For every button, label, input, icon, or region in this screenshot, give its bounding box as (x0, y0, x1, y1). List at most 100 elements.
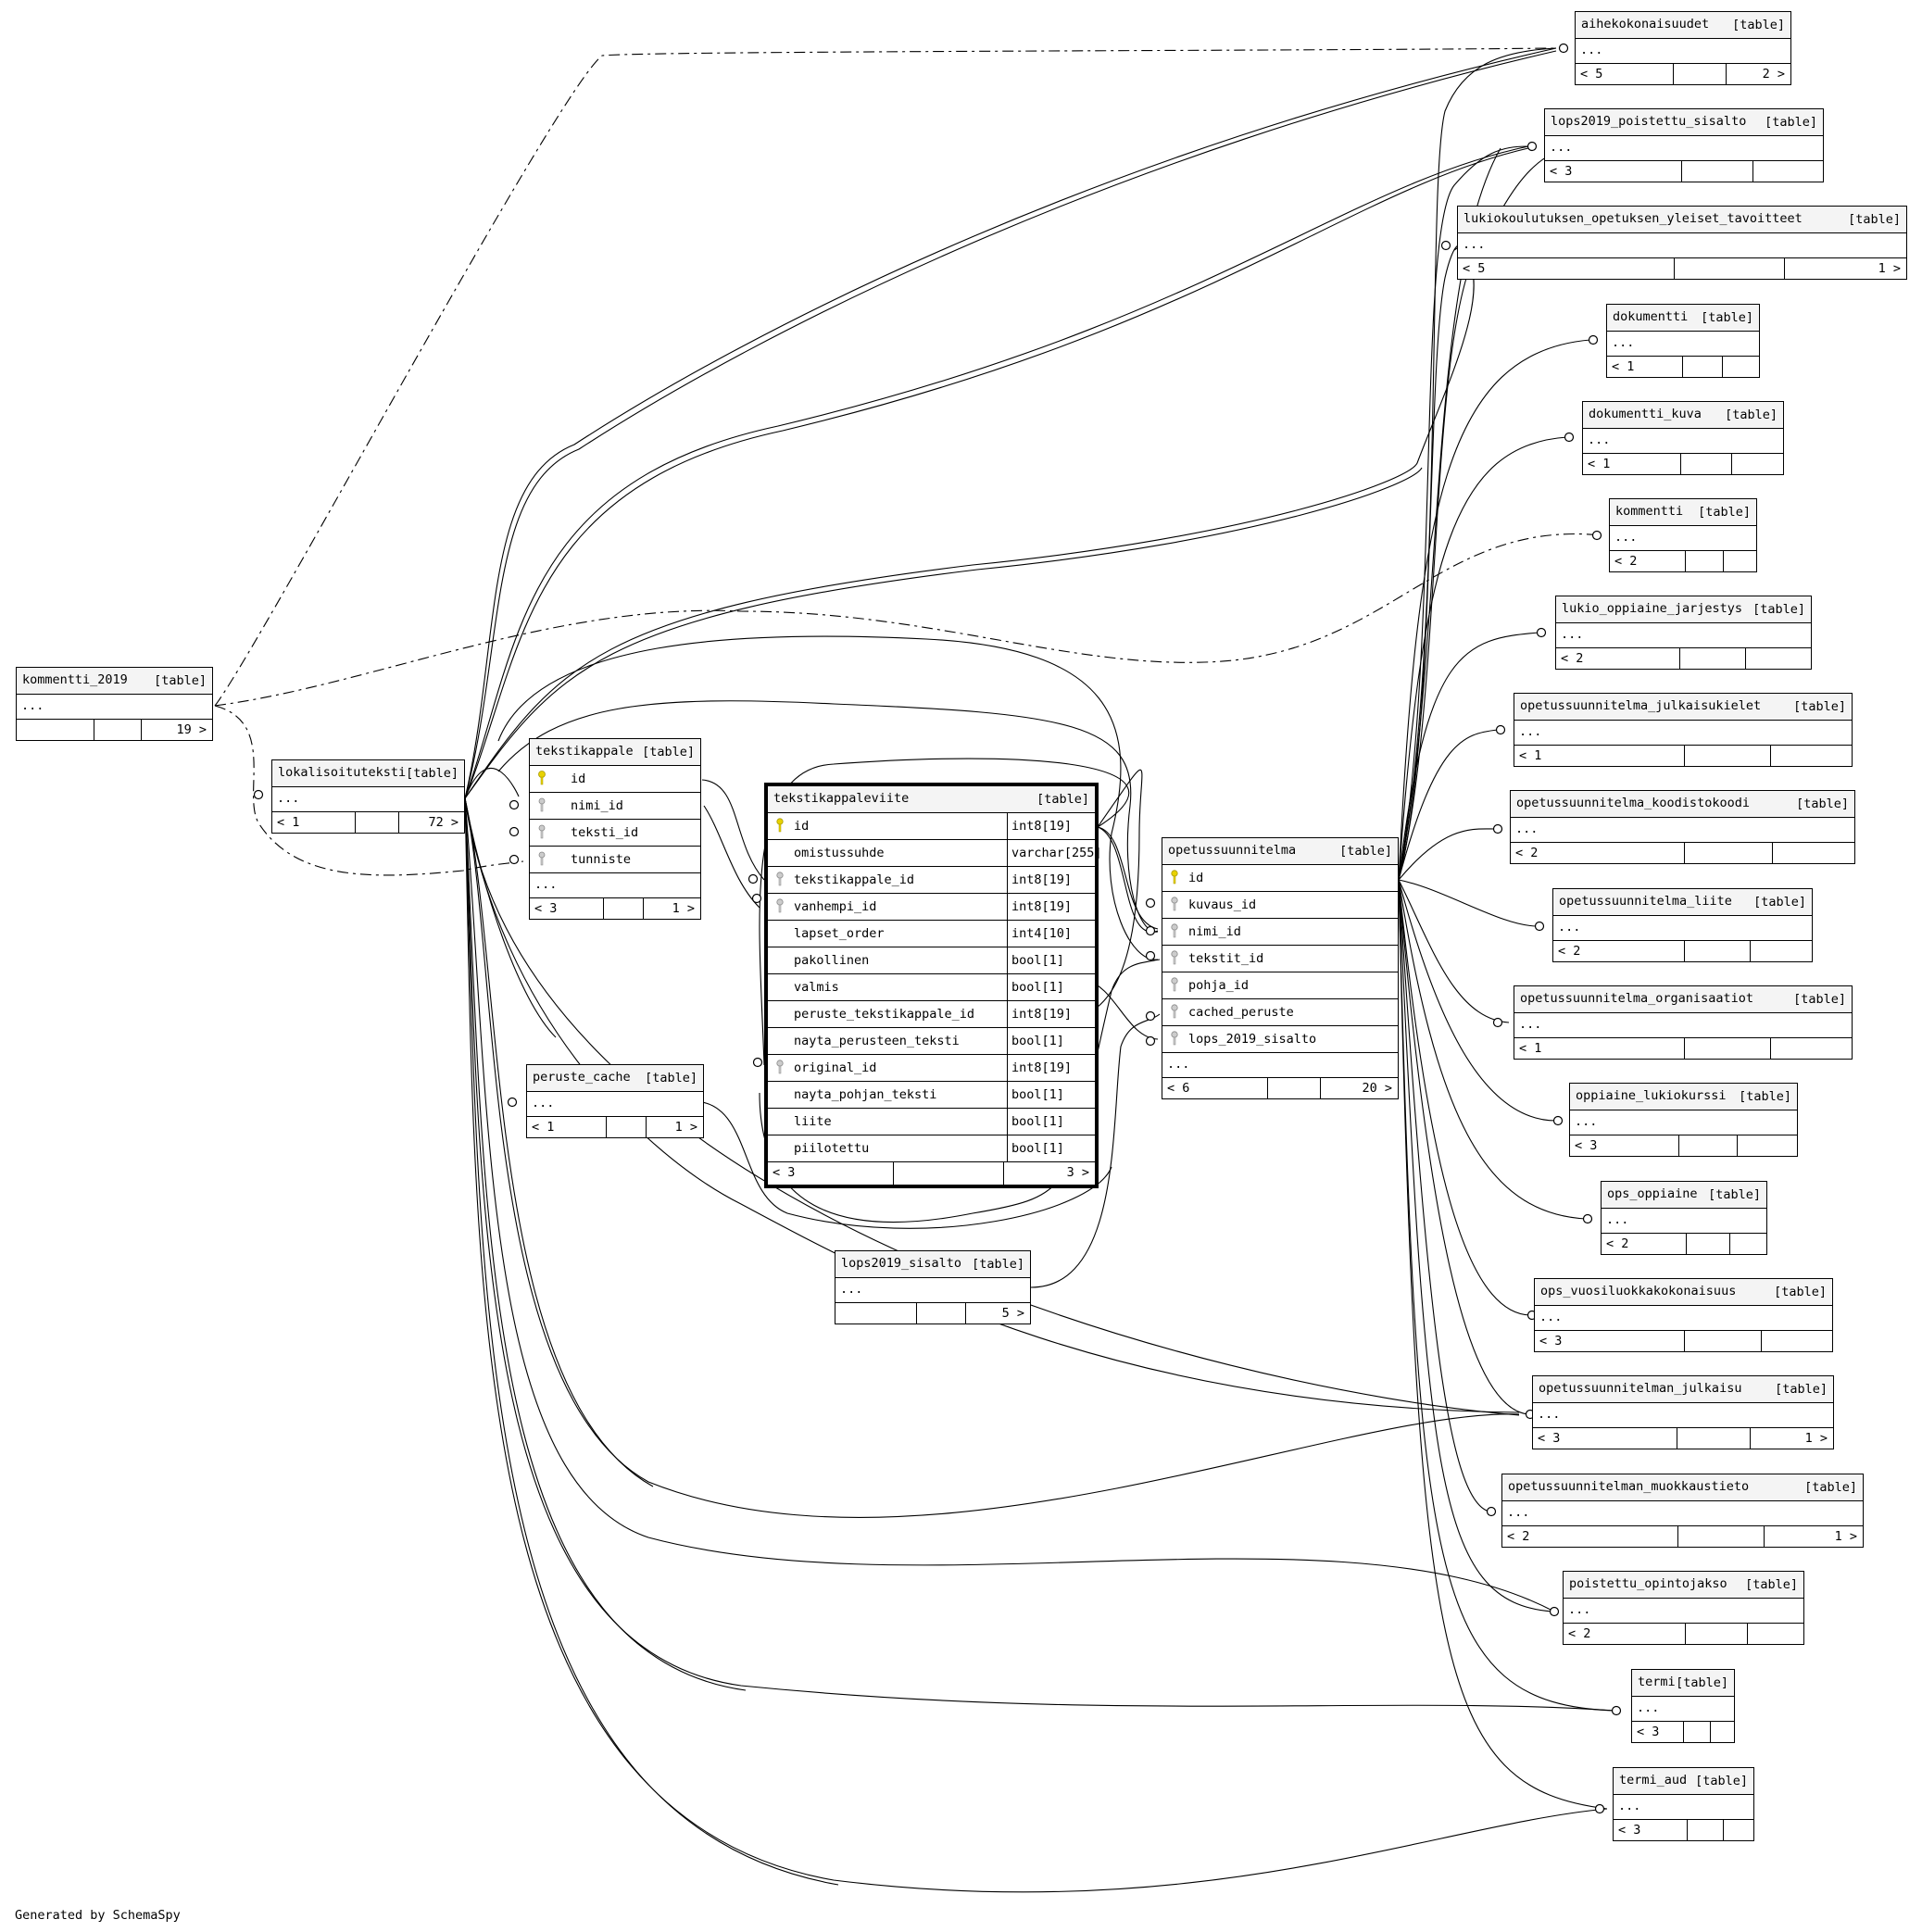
parents-count[interactable] (1723, 357, 1759, 377)
table-name[interactable]: kommentti_2019 (22, 672, 128, 687)
table-name[interactable]: lops2019_poistettu_sisalto (1551, 114, 1747, 129)
table-termi-aud[interactable]: termi_aud[table] ... < 3 (1613, 1767, 1754, 1841)
table-name[interactable]: ops_vuosiluokkakokonaisuus (1540, 1284, 1737, 1298)
children-count[interactable]: < 5 (1576, 64, 1674, 84)
table-dokumentti[interactable]: dokumentti[table] ... < 1 (1606, 304, 1760, 378)
table-name[interactable]: lops2019_sisalto (841, 1256, 962, 1271)
table-name[interactable]: termi_aud (1619, 1773, 1688, 1788)
column-row[interactable]: tekstit_id (1162, 946, 1398, 972)
parents-count[interactable] (1771, 1038, 1852, 1059)
table-opetussuunnitelma-julkaisukielet[interactable]: opetussuunnitelma_julkaisukielet[table] … (1514, 693, 1853, 767)
table-name[interactable]: termi (1638, 1675, 1676, 1689)
parents-count[interactable] (1732, 454, 1783, 474)
table-name[interactable]: dokumentti (1613, 309, 1689, 324)
children-count[interactable]: < 5 (1458, 258, 1675, 279)
column-row[interactable]: pohja_id (1162, 972, 1398, 999)
children-count[interactable]: < 2 (1556, 648, 1680, 669)
parents-count[interactable] (1751, 941, 1812, 961)
table-kommentti[interactable]: kommentti[table] ... < 2 (1609, 498, 1757, 572)
table-lops2019-poistettu-sisalto[interactable]: lops2019_poistettu_sisalto[table] ... < … (1544, 108, 1824, 182)
table-lukio-oppiaine-jarjestys[interactable]: lukio_oppiaine_jarjestys[table] ... < 2 (1555, 596, 1812, 670)
parents-count[interactable]: 20 > (1362, 1081, 1392, 1096)
table-opetussuunnitelman-julkaisu[interactable]: opetussuunnitelman_julkaisu[table] ... <… (1532, 1375, 1834, 1449)
children-count[interactable]: < 3 (1535, 1331, 1685, 1351)
table-name[interactable]: opetussuunnitelma (1168, 843, 1297, 858)
parents-count[interactable]: 5 > (1001, 1306, 1024, 1321)
parents-count[interactable] (1771, 746, 1852, 766)
column-row[interactable]: id (1162, 865, 1398, 892)
children-count[interactable]: < 3 (1533, 1428, 1677, 1449)
children-count[interactable]: < 2 (1610, 551, 1686, 571)
table-ops-oppiaine[interactable]: ops_oppiaine[table] ... < 2 (1601, 1181, 1767, 1255)
table-name[interactable]: dokumentti_kuva (1589, 407, 1702, 421)
column-row[interactable]: cached_peruste (1162, 999, 1398, 1026)
children-count[interactable]: < 3 (1614, 1820, 1688, 1840)
column-row[interactable]: tunniste (530, 847, 700, 873)
parents-count[interactable]: 1 > (1834, 1529, 1857, 1544)
table-opetussuunnitelma-liite[interactable]: opetussuunnitelma_liite[table] ... < 2 (1552, 888, 1813, 962)
table-name[interactable]: lokalisoituteksti (278, 765, 407, 780)
children-count[interactable]: < 1 (1607, 357, 1683, 377)
table-lukiokoulutuksen-opetuksen-yleiset-tavoitteet[interactable]: lukiokoulutuksen_opetuksen_yleiset_tavoi… (1457, 206, 1907, 280)
parents-count[interactable] (1711, 1722, 1734, 1742)
table-kommentti-2019[interactable]: kommentti_2019[table] ... 19 > (16, 667, 213, 741)
children-count[interactable] (17, 720, 94, 740)
children-count[interactable]: < 2 (1553, 941, 1685, 961)
table-name[interactable]: lukio_oppiaine_jarjestys (1562, 601, 1743, 616)
parents-count[interactable]: 1 > (674, 1120, 697, 1135)
table-name[interactable]: aihekokonaisuudet (1581, 17, 1710, 31)
children-count[interactable]: < 3 (1570, 1135, 1679, 1156)
children-count[interactable]: < 2 (1564, 1624, 1686, 1644)
table-name[interactable]: lukiokoulutuksen_opetuksen_yleiset_tavoi… (1463, 211, 1803, 226)
table-name[interactable]: poistettu_opintojakso (1569, 1576, 1727, 1591)
parents-count[interactable] (1762, 1331, 1832, 1351)
parents-count[interactable] (1773, 843, 1854, 863)
column-row[interactable]: id (530, 766, 700, 793)
table-name[interactable]: tekstikappale (535, 744, 634, 759)
children-count[interactable]: < 3 (1545, 161, 1682, 182)
column-row[interactable]: lops_2019_sisalto (1162, 1026, 1398, 1053)
table-name[interactable]: opetussuunnitelma_julkaisukielet (1520, 698, 1762, 713)
parents-count[interactable] (1738, 1135, 1797, 1156)
table-name[interactable]: oppiaine_lukiokurssi (1576, 1088, 1727, 1103)
table-dokumentti-kuva[interactable]: dokumentti_kuva[table] ... < 1 (1582, 401, 1784, 475)
column-row[interactable]: nimi_id (1162, 919, 1398, 946)
table-tekstikappale[interactable]: tekstikappale[table] id nimi_id teksti_i… (529, 738, 701, 920)
children-count[interactable]: < 1 (1514, 746, 1685, 766)
children-count[interactable]: < 6 (1162, 1078, 1268, 1098)
parents-count[interactable]: 1 > (1804, 1431, 1828, 1446)
table-name[interactable]: ops_oppiaine (1607, 1186, 1698, 1201)
column-row[interactable]: nimi_id (530, 793, 700, 820)
table-ops-vuosiluokkakokonaisuus[interactable]: ops_vuosiluokkakokonaisuus[table] ... < … (1534, 1278, 1833, 1352)
children-count[interactable]: < 1 (1583, 454, 1681, 474)
parents-count[interactable]: 2 > (1762, 67, 1785, 82)
parents-count[interactable] (1746, 648, 1811, 669)
children-count[interactable]: < 2 (1502, 1526, 1678, 1547)
children-count[interactable]: < 1 (527, 1117, 607, 1137)
children-count[interactable]: < 1 (1514, 1038, 1685, 1059)
children-count[interactable]: < 2 (1511, 843, 1685, 863)
table-poistettu-opintojakso[interactable]: poistettu_opintojakso[table] ... < 2 (1563, 1571, 1804, 1645)
parents-count[interactable]: 19 > (176, 722, 207, 737)
parents-count[interactable] (1730, 1234, 1766, 1254)
table-name[interactable]: opetussuunnitelma_liite (1559, 894, 1732, 909)
children-count[interactable]: < 1 (272, 812, 356, 833)
children-count[interactable]: < 2 (1602, 1234, 1687, 1254)
parents-count[interactable] (1748, 1624, 1803, 1644)
parents-count[interactable]: 1 > (1878, 261, 1901, 276)
table-opetussuunnitelman-muokkaustieto[interactable]: opetussuunnitelman_muokkaustieto[table] … (1501, 1474, 1864, 1548)
table-name[interactable]: opetussuunnitelma_organisaatiot (1520, 991, 1753, 1006)
